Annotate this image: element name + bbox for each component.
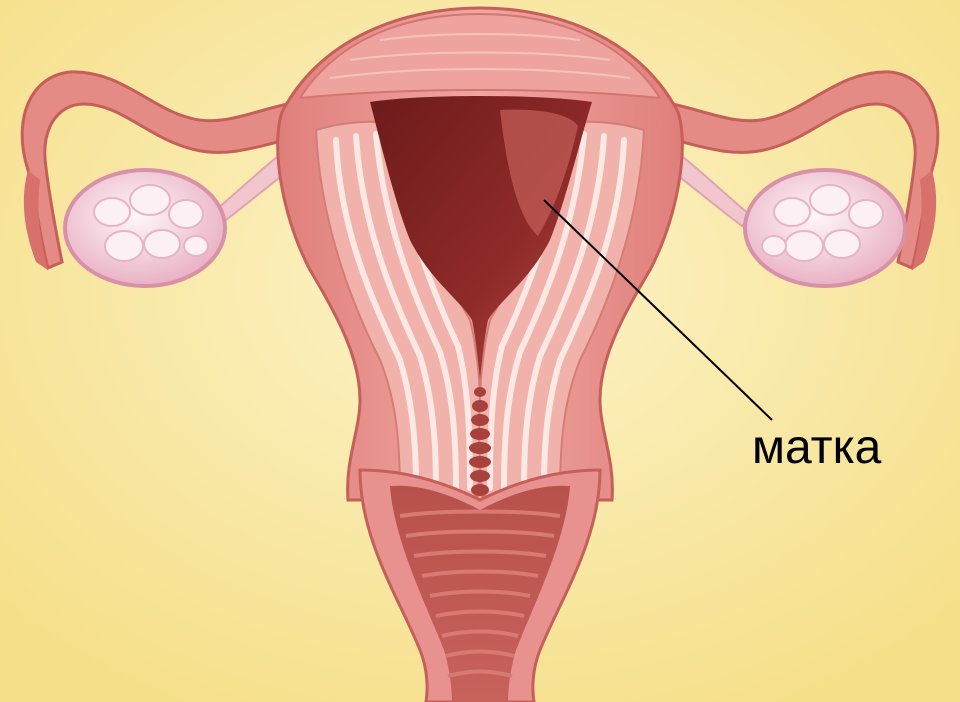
uterus-label: матка	[752, 420, 881, 476]
